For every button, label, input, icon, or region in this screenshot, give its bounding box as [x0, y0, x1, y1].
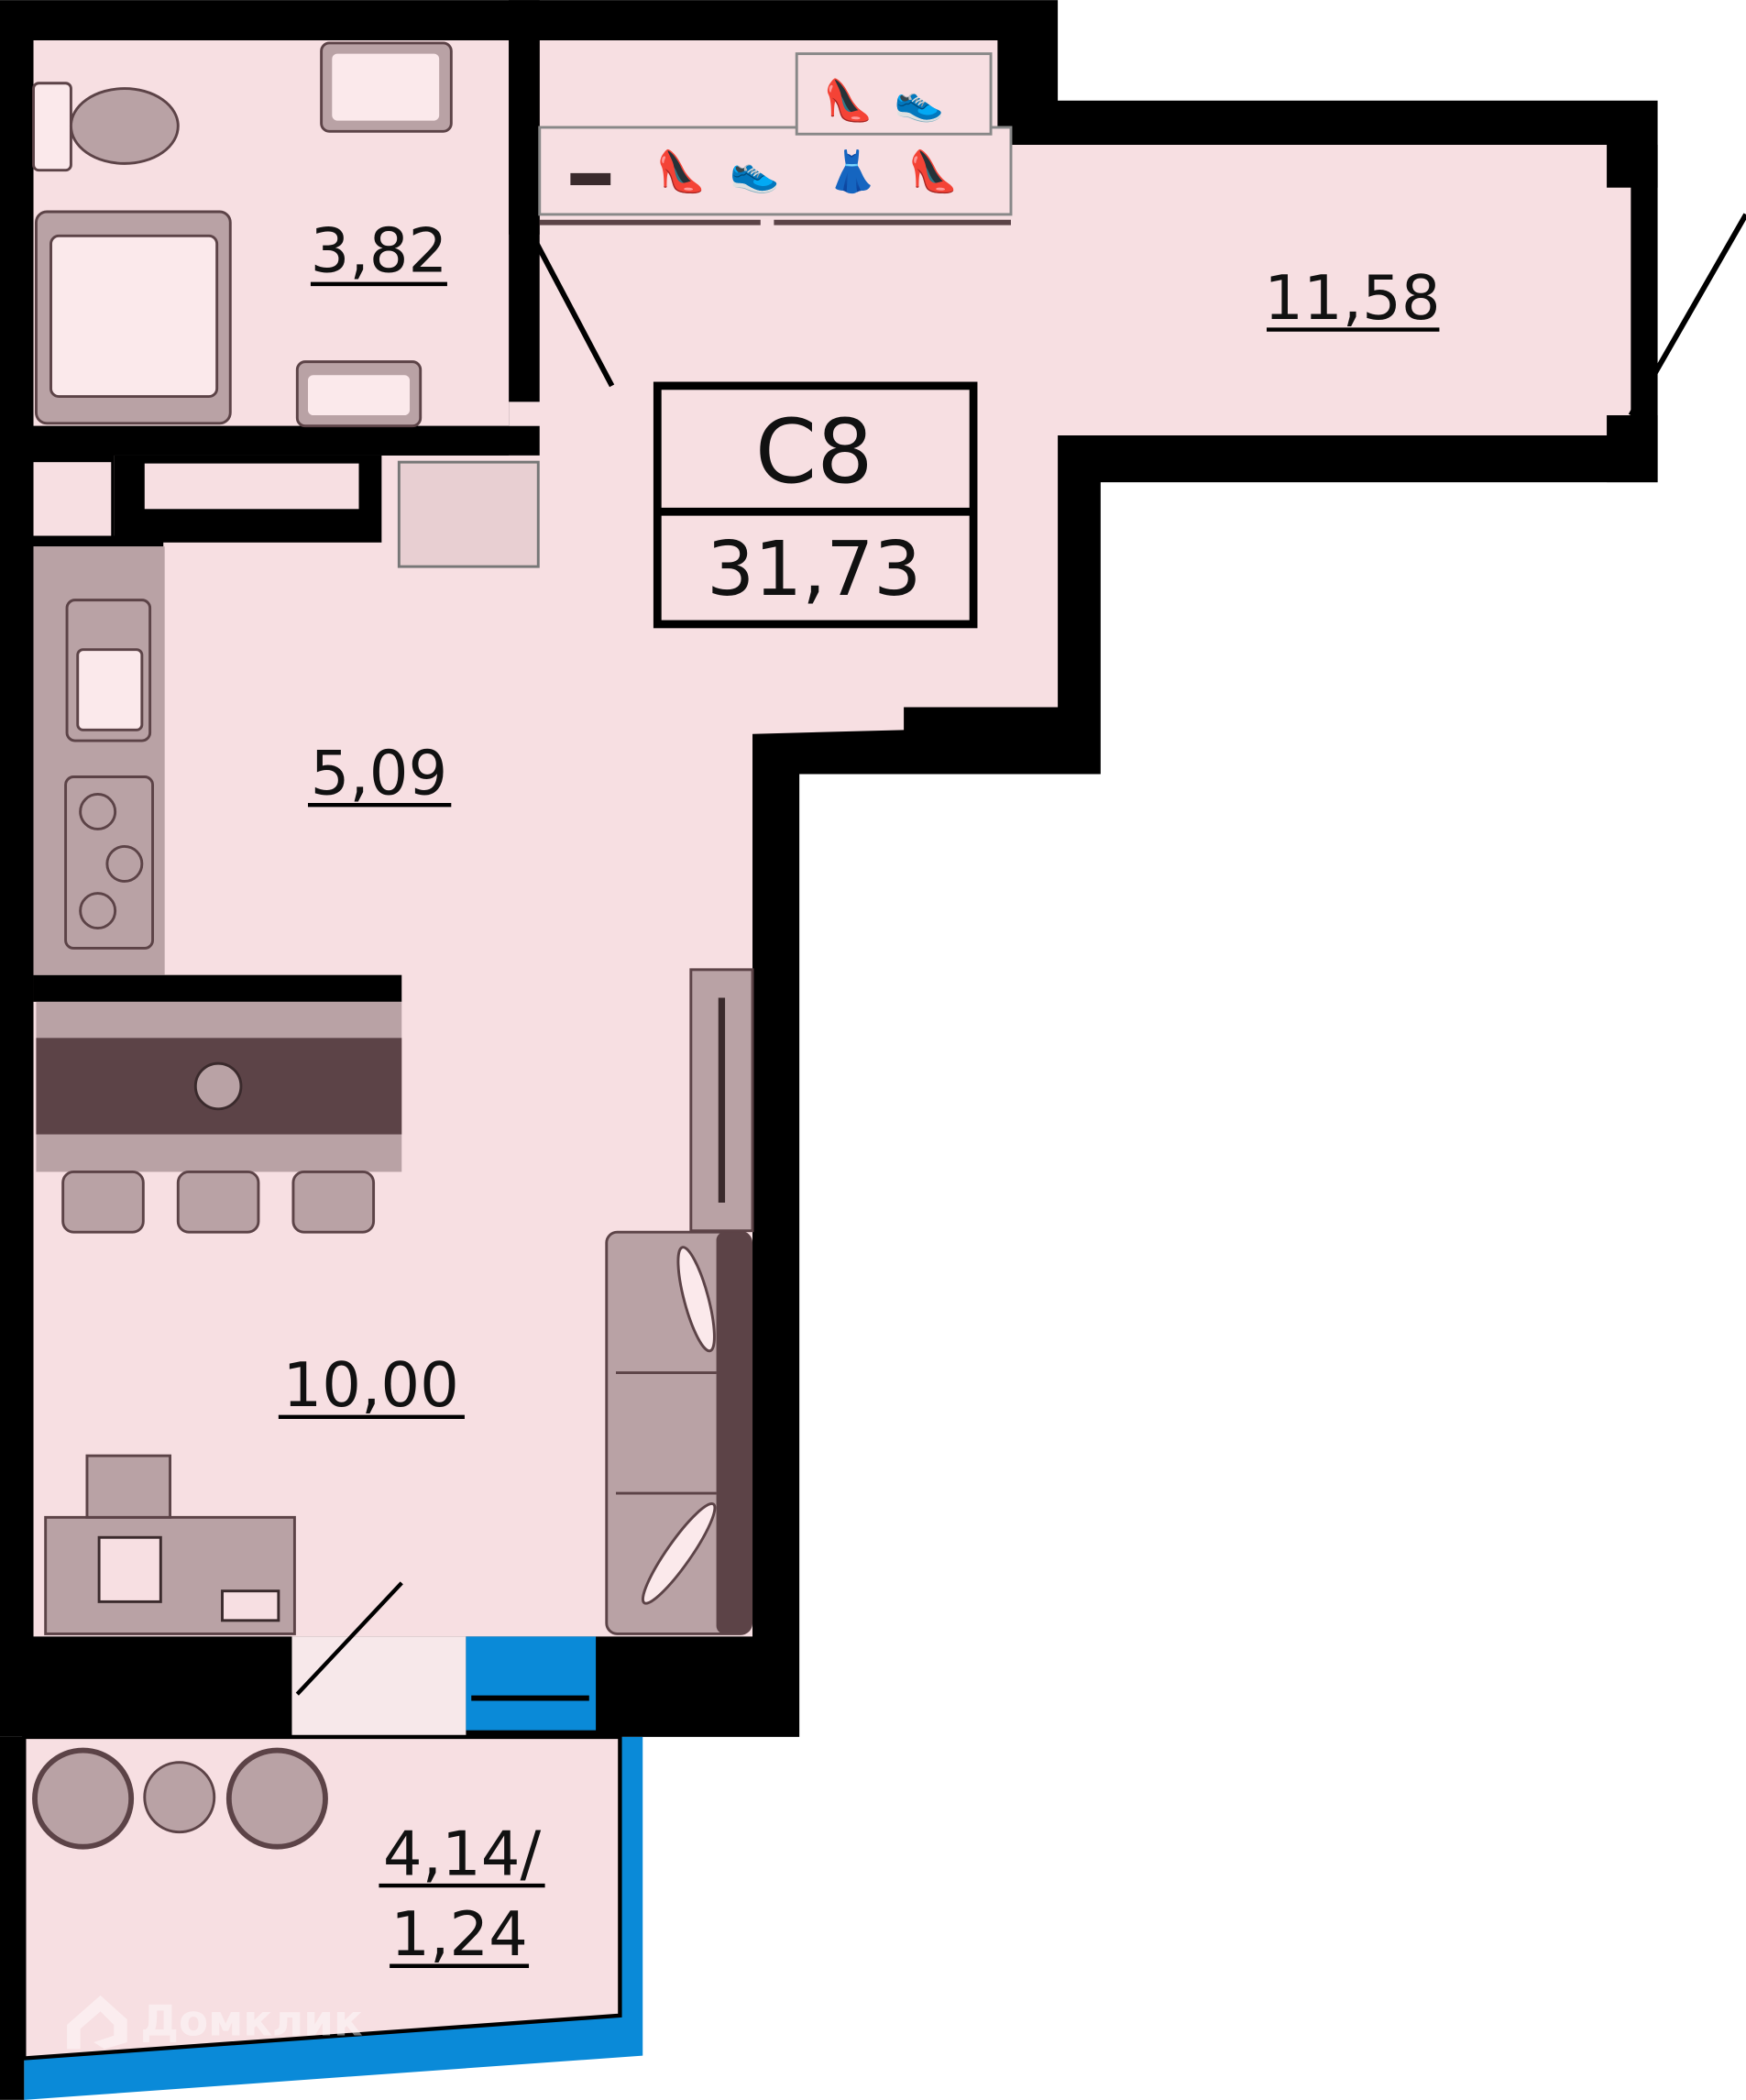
door-swing: [522, 219, 615, 388]
watermark: Домклик: [140, 1997, 363, 2047]
wardrobe-items: ▬ 👠 👟 👗 👠 👠 👟: [570, 75, 958, 194]
sneaker-icon: 👟: [730, 150, 780, 195]
chair-icon: [85, 1454, 171, 1519]
sofa-back: [716, 1232, 752, 1634]
wardrobe: [795, 52, 993, 136]
balcony-chair-icon: [32, 1747, 135, 1850]
burner-icon: [79, 793, 117, 830]
stool-icon: [291, 1170, 376, 1234]
briefcase-icon: ▬: [570, 150, 610, 194]
sink-basin: [332, 53, 440, 121]
shower-tray: [49, 234, 219, 399]
room-niche: [33, 462, 112, 536]
area-hall: 11,58: [1264, 262, 1440, 334]
island-hob-icon: [193, 1061, 243, 1111]
laptop-icon: [97, 1535, 162, 1603]
burner-icon: [105, 844, 144, 883]
area-balcony: 4,14/: [383, 1818, 542, 1889]
wall-partition: [509, 0, 540, 235]
entry-opening: [291, 1636, 467, 1737]
shoe-icon: 👠: [907, 147, 958, 194]
kitchen-sink-basin: [76, 648, 144, 731]
wardrobe: [538, 126, 1013, 216]
window-line: [1628, 213, 1746, 417]
shoe-icon: 👠: [823, 75, 873, 123]
fridge-icon: [397, 460, 540, 568]
burner-icon: [79, 892, 117, 930]
stool-icon: [61, 1170, 145, 1234]
sneaker-icon: 👟: [895, 79, 945, 124]
unit-code: C8: [755, 401, 873, 503]
shoe-icon: 👠: [656, 147, 707, 194]
wall-partition: [144, 463, 359, 510]
area-living: 10,00: [282, 1349, 458, 1421]
area-bathroom: 3,82: [311, 215, 448, 287]
stool-icon: [176, 1170, 260, 1234]
cushion-icon: [676, 1246, 716, 1353]
wall-stub: [1607, 415, 1658, 483]
watermark-logo-icon: [67, 1995, 127, 2050]
wall-partition: [33, 425, 540, 456]
unit-box: [653, 381, 978, 629]
books-icon: [221, 1589, 280, 1622]
toilet-tank: [32, 82, 72, 172]
balcony-chair-icon: [225, 1747, 328, 1850]
wall-stub: [1607, 144, 1658, 188]
area-kitchen: 5,09: [311, 737, 448, 808]
balcony-window: [466, 1636, 597, 1731]
washing-machine-inner: [308, 375, 411, 416]
area-balcony-reduced: 1,24: [390, 1898, 528, 1970]
balcony-left-wall: [0, 1736, 25, 2100]
dress-icon: 👗: [828, 148, 878, 194]
cushion-icon: [641, 1501, 717, 1605]
balcony-table-icon: [143, 1761, 216, 1834]
total-area: 31,73: [707, 526, 921, 613]
toilet-icon: [69, 87, 180, 165]
room-main: [33, 39, 1631, 1637]
stove-icon: [64, 775, 155, 950]
door-swing: [295, 1581, 403, 1696]
wall-partition: [33, 974, 402, 1002]
